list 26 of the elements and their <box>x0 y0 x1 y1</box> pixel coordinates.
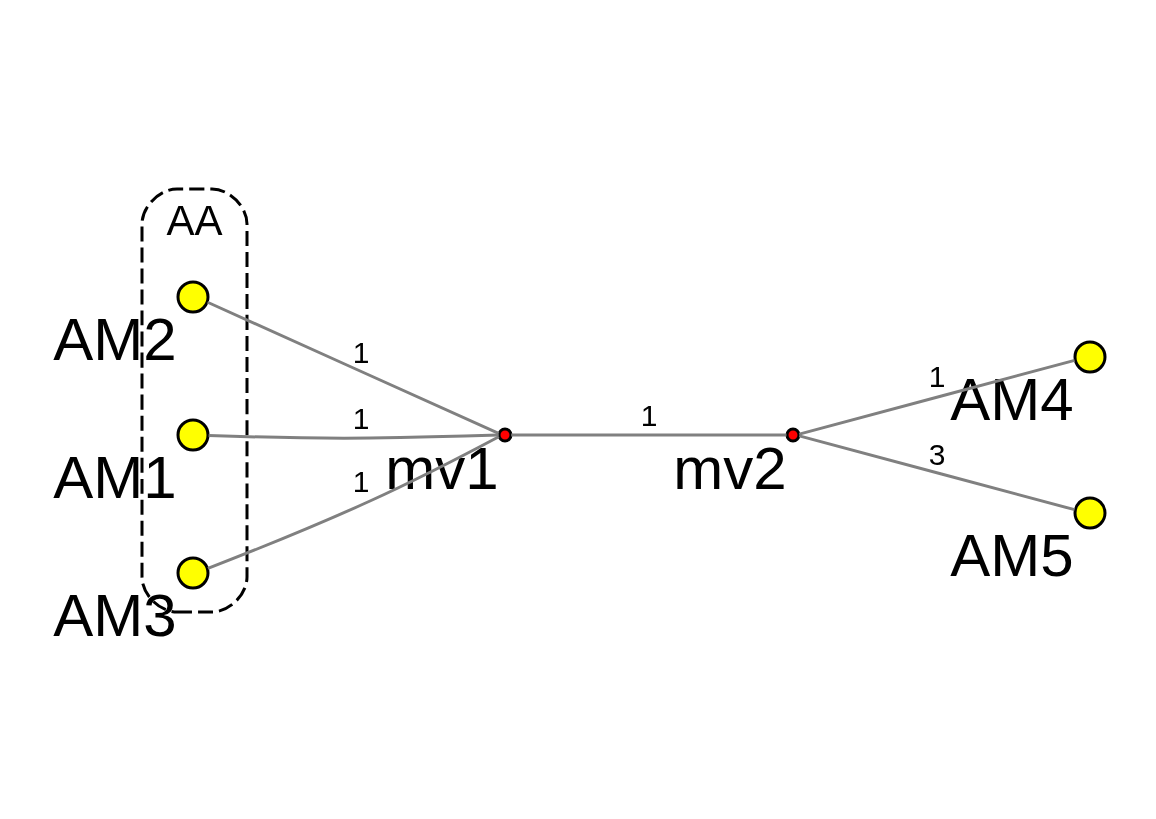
node-circle <box>176 556 209 590</box>
node-circle <box>1073 340 1106 374</box>
connector <box>206 300 499 435</box>
node-label: AM3 <box>52 582 177 649</box>
edge-label: 1 <box>640 399 657 432</box>
node-circle <box>176 418 209 452</box>
connector <box>206 435 499 570</box>
edge-label: 1 <box>352 402 369 435</box>
edge-label: 1 <box>352 336 369 369</box>
connector <box>510 433 786 437</box>
edge-label: 1 <box>928 360 945 393</box>
node-circle <box>785 427 800 443</box>
node-label: AM1 <box>52 444 177 511</box>
node-circle <box>497 427 512 443</box>
node-circle <box>176 280 209 314</box>
edge-label: 1 <box>352 465 369 498</box>
connector <box>798 358 1075 436</box>
node-label: mv1 <box>384 435 499 502</box>
edge-label: 3 <box>928 438 945 471</box>
node-label: mv2 <box>672 435 787 502</box>
connector <box>208 433 499 440</box>
node-label: AM5 <box>949 522 1074 589</box>
node-label: AM4 <box>949 366 1074 433</box>
node-circle <box>1073 496 1106 530</box>
connector <box>798 434 1075 512</box>
node-label: AM2 <box>52 306 177 373</box>
